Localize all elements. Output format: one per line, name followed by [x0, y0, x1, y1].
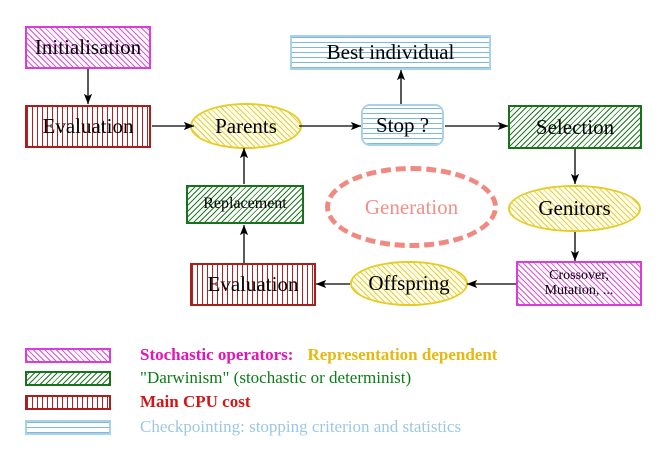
node-stop-label: Stop ? — [375, 112, 430, 137]
fill-pattern-red — [27, 396, 109, 408]
legend-label-stochastic-operators: Stochastic operators: — [140, 345, 294, 364]
node-evaluation-top-label: Evaluation — [42, 114, 134, 139]
node-selection-label: Selection — [535, 114, 615, 139]
legend-swatch-blue — [25, 419, 111, 435]
legend: Stochastic operators: Representation dep… — [0, 340, 662, 471]
node-genitors[interactable]: Genitors — [508, 185, 641, 232]
fill-pattern-gold — [352, 263, 466, 304]
node-genitors-label: Genitors — [538, 196, 611, 221]
node-initialisation[interactable]: Initialisation — [25, 26, 151, 69]
legend-swatch-red — [25, 394, 111, 410]
fill-pattern-blue — [292, 37, 489, 68]
fill-pattern-magenta — [518, 263, 640, 304]
legend-row-main-cpu-cost: Main CPU cost — [25, 391, 250, 413]
node-parents-label: Parents — [215, 113, 277, 138]
node-generation: Generation — [325, 166, 498, 248]
legend-label-darwinism: "Darwinism" (stochastic or determinist) — [140, 368, 412, 387]
node-replacement-label: Replacement — [203, 195, 287, 213]
legend-row-checkpointing: Checkpointing: stopping criterion and st… — [25, 416, 461, 438]
legend-label-checkpointing: Checkpointing: stopping criterion and st… — [140, 417, 462, 436]
fill-pattern-green — [27, 372, 109, 384]
node-generation-label: Generation — [364, 194, 459, 219]
fill-pattern-gold — [510, 187, 639, 230]
node-offspring-label: Offspring — [368, 271, 450, 296]
fill-pattern-magenta — [27, 28, 149, 67]
fill-pattern-red — [192, 265, 314, 304]
fill-pattern-green — [510, 107, 640, 147]
node-crossover-mutation-label: Crossover, Mutation, ... — [544, 267, 614, 298]
node-evaluation-top[interactable]: Evaluation — [25, 105, 151, 148]
node-selection[interactable]: Selection — [508, 105, 642, 149]
legend-swatch-magenta — [25, 347, 111, 363]
legend-row-darwinism: "Darwinism" (stochastic or determinist) — [25, 367, 411, 389]
node-evaluation-bottom[interactable]: Evaluation — [190, 263, 316, 306]
fill-pattern-gold — [192, 105, 300, 147]
node-offspring[interactable]: Offspring — [350, 261, 468, 306]
node-parents[interactable]: Parents — [190, 103, 302, 149]
node-best-individual[interactable]: Best individual — [290, 35, 491, 70]
node-initialisation-label: Initialisation — [34, 35, 142, 60]
legend-label-representation-dependent: Representation dependent — [307, 345, 498, 364]
fill-pattern-blue — [27, 421, 109, 433]
node-stop[interactable]: Stop ? — [361, 104, 444, 146]
node-best-individual-label: Best individual — [326, 40, 455, 65]
legend-swatch-green — [25, 370, 111, 386]
fill-pattern-magenta — [27, 349, 109, 361]
fill-pattern-blue — [363, 106, 442, 144]
fill-pattern-green — [188, 187, 302, 222]
legend-label-main-cpu-cost: Main CPU cost — [140, 392, 251, 411]
node-crossover-mutation[interactable]: Crossover, Mutation, ... — [516, 261, 642, 306]
node-replacement[interactable]: Replacement — [186, 185, 304, 224]
fill-pattern-red — [27, 107, 149, 146]
node-evaluation-bottom-label: Evaluation — [207, 272, 299, 297]
legend-row-stochastic-operators: Stochastic operators: Representation dep… — [25, 344, 497, 366]
